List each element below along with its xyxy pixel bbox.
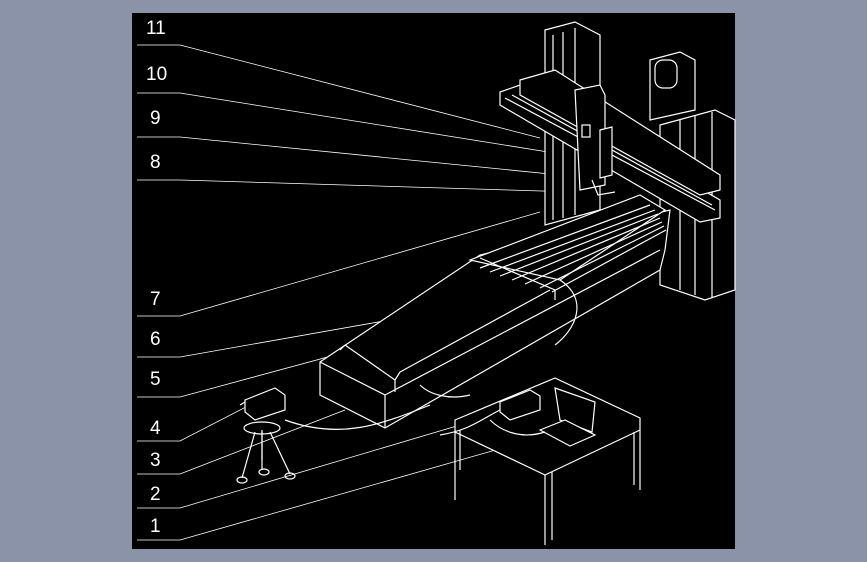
computer-desk <box>439 377 641 545</box>
callout-label-5: 5 <box>150 369 161 390</box>
callout-label-3: 3 <box>150 450 161 471</box>
callout-label-9: 9 <box>150 108 161 129</box>
callout-label-4: 4 <box>150 418 161 439</box>
callout-labels: 11 10 9 8 7 6 5 4 3 2 1 <box>146 18 167 537</box>
machine-bed <box>319 194 671 429</box>
callout-label-2: 2 <box>150 484 161 505</box>
callout-label-7: 7 <box>150 289 161 310</box>
callout-label-6: 6 <box>150 329 161 350</box>
laser-tripod <box>236 387 431 484</box>
gantry-frame <box>499 21 736 301</box>
callout-label-8: 8 <box>150 152 161 173</box>
callout-label-10: 10 <box>146 64 167 85</box>
callout-label-1: 1 <box>150 516 161 537</box>
callout-label-11: 11 <box>146 18 166 39</box>
drawing-canvas <box>132 13 735 549</box>
